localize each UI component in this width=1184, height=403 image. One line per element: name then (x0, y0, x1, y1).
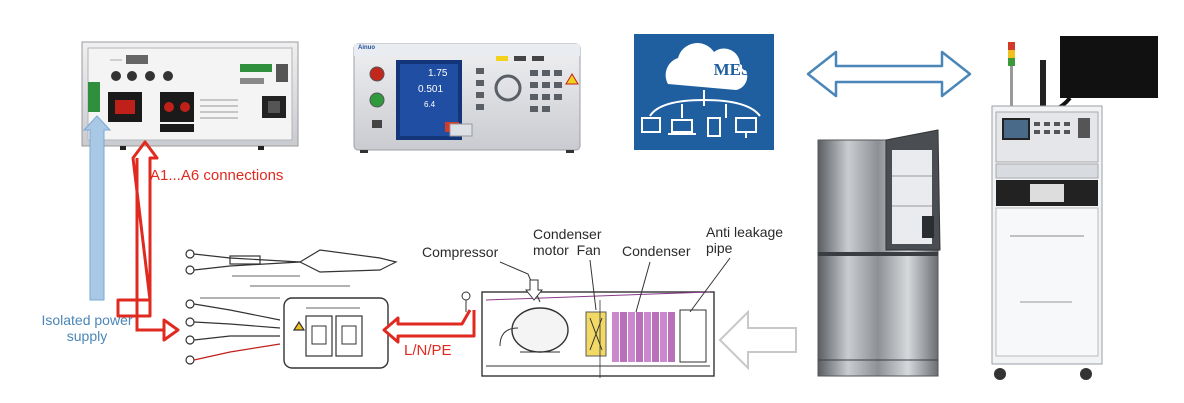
bidirectional-arrow (806, 50, 972, 98)
compressor-label: Compressor (422, 244, 499, 260)
device-readout-3: 6.4 (424, 100, 436, 109)
condenser-label: Condenser (622, 243, 691, 259)
isolated-power-arrow (82, 115, 112, 301)
condenser-motor-fan-label: Condenser motor Fan (533, 226, 602, 258)
anti-leakage-line-1: Anti leakage (706, 224, 784, 240)
lnpe-arrow (382, 309, 476, 344)
isolated-power-label: Isolated power supply (22, 312, 152, 344)
test-cable-drawing (185, 249, 398, 369)
hollow-left-arrow (718, 309, 797, 371)
safety-analyzer-device (353, 43, 581, 153)
device-brand: Ainuo (358, 45, 375, 51)
device-readout-2: 0.501 (418, 84, 444, 95)
condenser-motor-fan-line-1: Condenser (533, 226, 602, 242)
rear-panel-device (81, 41, 299, 150)
anti-leakage-label: Anti leakage pipe (706, 224, 783, 256)
lnpe-label: L/N/PE (404, 342, 452, 359)
condenser-motor-fan-line-2: motor Fan (533, 242, 601, 258)
mes-label: MES (713, 60, 751, 79)
isolated-power-line-2: supply (66, 328, 108, 344)
mes-panel (634, 34, 774, 150)
anti-leakage-line-2: pipe (706, 240, 733, 256)
device-readout-1: 1.75 (428, 68, 448, 79)
refrigerator (817, 129, 941, 377)
a-connections-label: A1...A6 connections (150, 167, 284, 184)
fridge-internals-schematic (481, 291, 715, 378)
test-station-cabinet (991, 36, 1158, 380)
isolated-power-line-1: Isolated power (41, 312, 133, 328)
